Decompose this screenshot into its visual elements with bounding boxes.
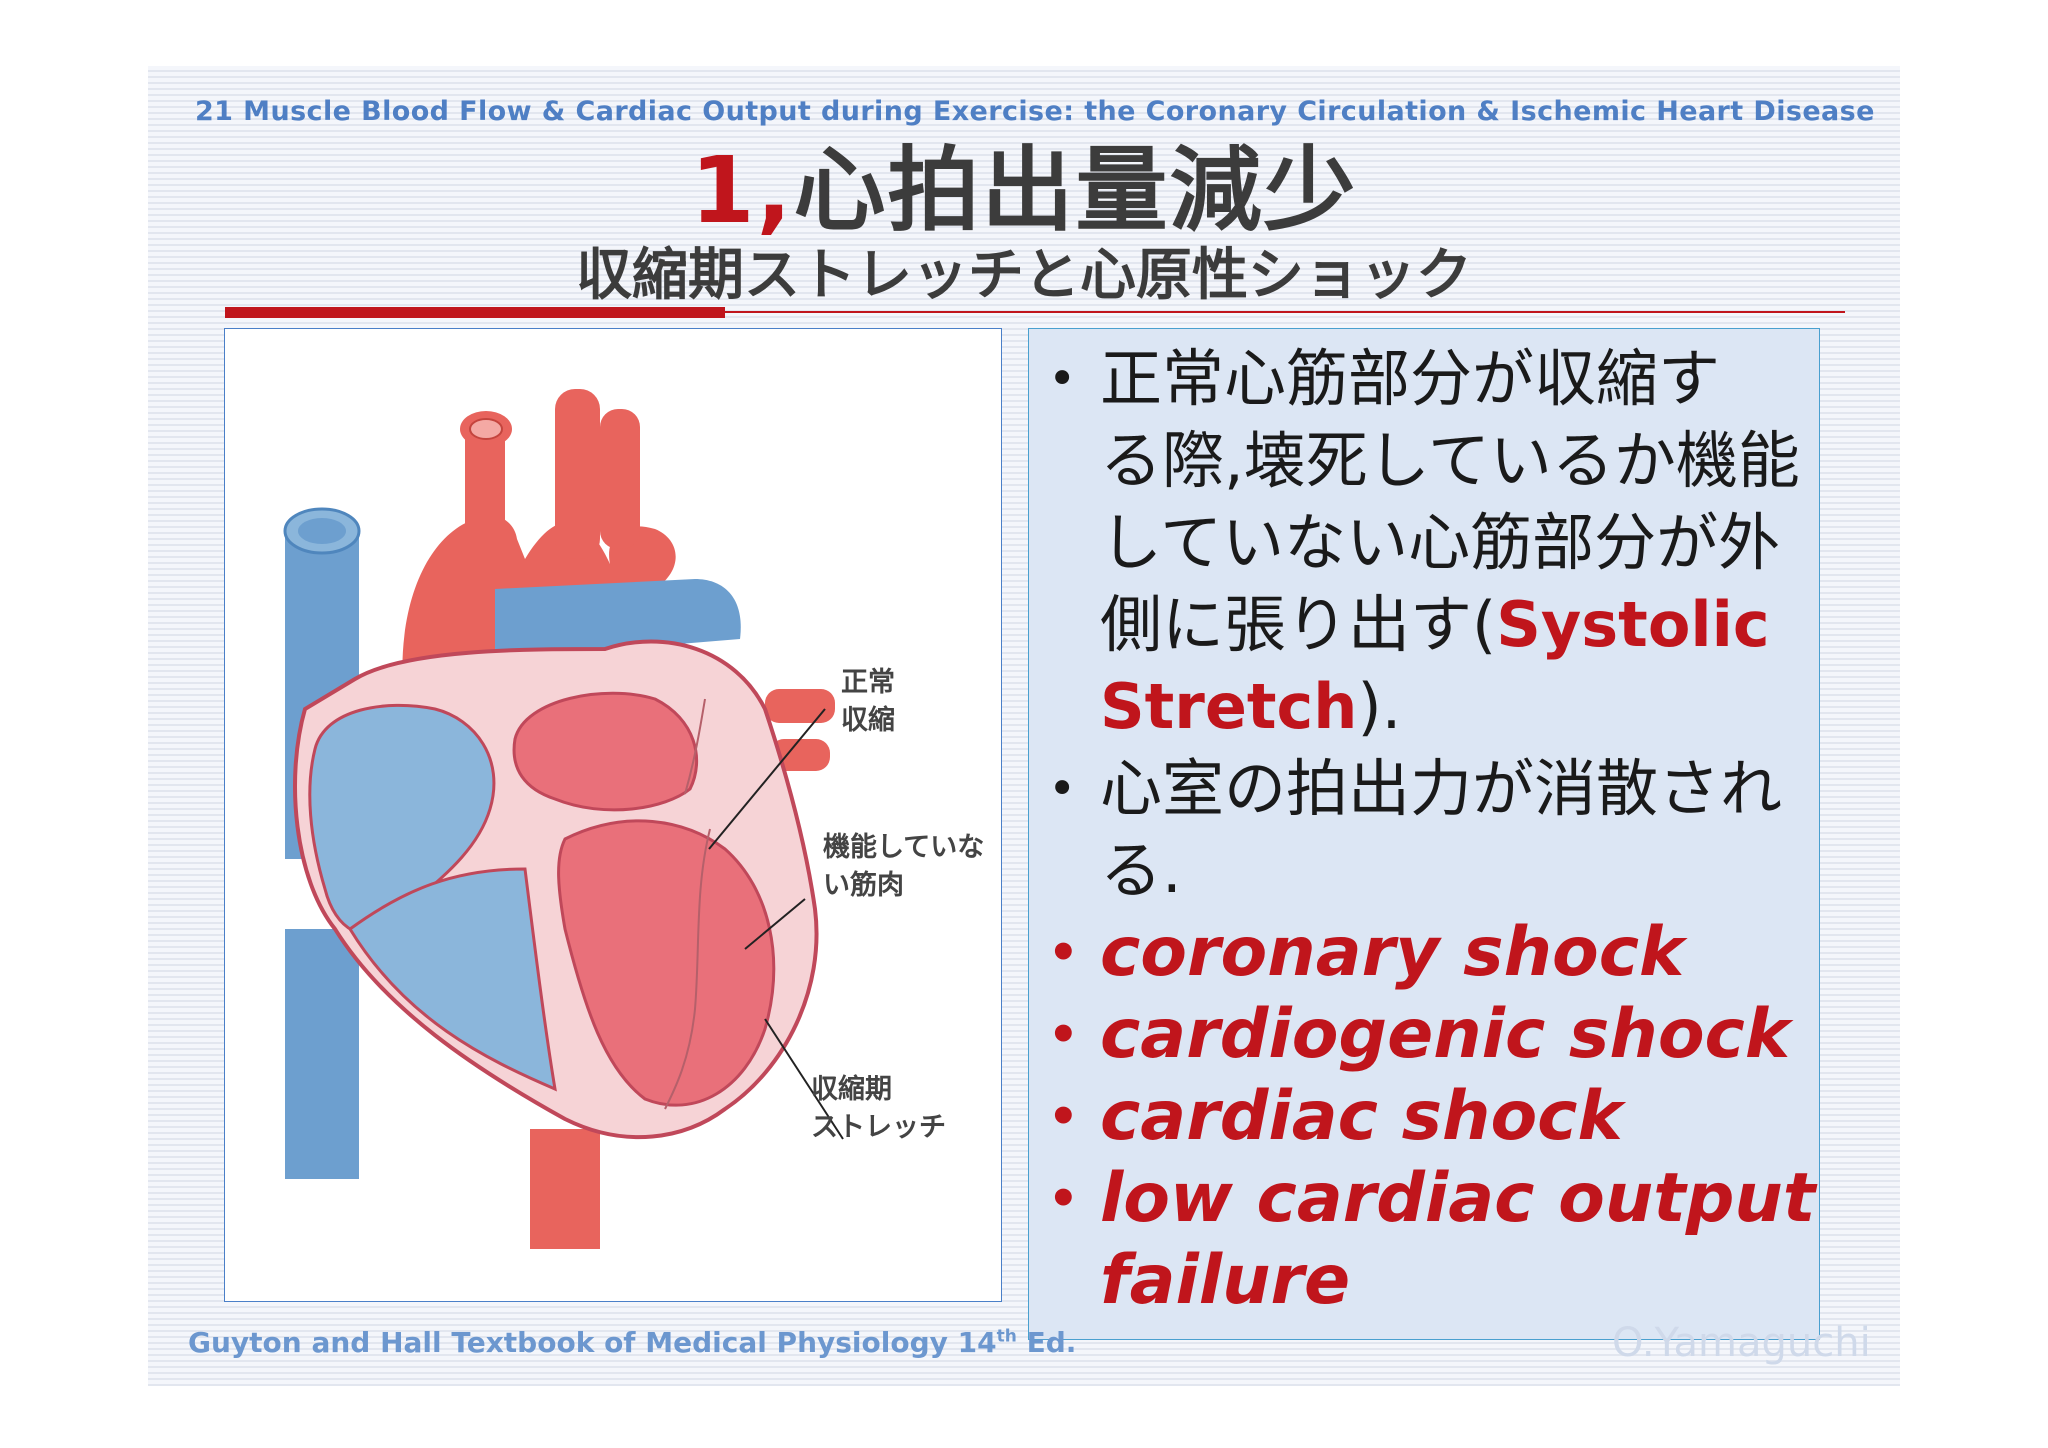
author-watermark: O.Yamaguchi (1612, 1320, 1871, 1366)
subclavian-artery (600, 409, 640, 549)
inferior-vena-cava (285, 929, 359, 1179)
left-atrium (512, 691, 699, 812)
pulmonary-artery (495, 579, 741, 659)
bullet-item: • low cardiac output failure (1048, 1159, 1816, 1320)
bullet-textbox (1028, 328, 1820, 1340)
title-number: 1, (690, 137, 794, 244)
leader-stretch (764, 1018, 844, 1140)
pulmonary-vein-lower (770, 739, 830, 771)
heart-figure: 正常 収縮 機能していな い筋肉 収縮期 ストレッチ (224, 328, 1002, 1302)
label-nonfunctional-muscle: 機能していな い筋肉 (823, 832, 985, 901)
bullet-list: • 正常心筋部分が収縮す る際,壊死しているか機能 していない心筋部分が外 側に… (1028, 338, 1818, 1322)
bullet-dot: • (1048, 761, 1077, 817)
descending-aorta (530, 1129, 600, 1249)
bullet-dot: • (1048, 925, 1079, 981)
title-underline-accent (225, 307, 725, 318)
source-citation: Guyton and Hall Textbook of Medical Phys… (188, 1326, 1077, 1359)
bullet-dot: • (1048, 1089, 1079, 1145)
bullet-item: • 正常心筋部分が収縮す る際,壊死しているか機能 していない心筋部分が外 側に… (1028, 338, 1818, 748)
bullet-item: • 心室の拍出力が消散され る. (1028, 748, 1818, 912)
leader-normal (708, 708, 826, 850)
bullet-dot: • (1048, 1171, 1079, 1227)
title-underline (225, 311, 1845, 313)
bullet-item: • cardiac shock (1048, 1077, 1623, 1156)
bullet-item: • coronary shock (1048, 913, 1685, 992)
stretch-term: Stretch (1100, 670, 1358, 743)
right-ventricle (347, 867, 557, 1092)
page-subtitle: 収縮期ストレッチと心原性ショック (576, 243, 1472, 308)
leader-nonfunctional (744, 898, 806, 950)
carotid-artery (555, 389, 600, 559)
bullet-dot: • (1048, 351, 1077, 407)
heart-illustration (283, 389, 844, 1249)
bullet-dot: • (1048, 1007, 1079, 1063)
pulmonary-vein-upper (765, 689, 835, 723)
left-ventricle (557, 819, 776, 1107)
title-text: 心拍出量減少 (793, 137, 1358, 244)
right-atrium (308, 703, 496, 935)
systolic-term: Systolic (1496, 588, 1770, 661)
infarct-border (664, 828, 711, 1110)
page-title: 1,心拍出量減少 (0, 116, 2048, 249)
course-title: 21 Muscle Blood Flow & Cardiac Output du… (195, 96, 1875, 127)
label-systolic-stretch: 収縮期 ストレッチ (811, 1074, 946, 1143)
bullet-item: • cardiogenic shock (1048, 995, 1791, 1074)
label-normal-contraction: 正常 収縮 (841, 667, 895, 736)
